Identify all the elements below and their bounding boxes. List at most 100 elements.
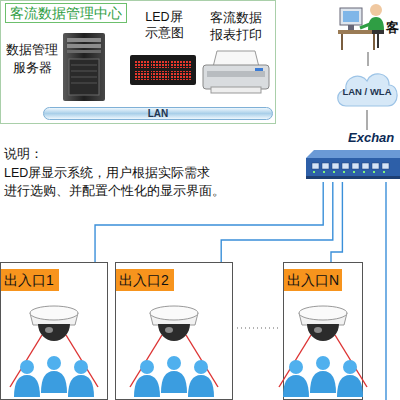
entrance-illustration-part: [41, 371, 67, 393]
switch-illustration-part: [353, 171, 355, 173]
led-label: LED屏 示意图: [139, 9, 189, 41]
switch-illustration-part: [363, 171, 365, 173]
entrance-tab: 出入口2: [116, 269, 174, 291]
entrance-illustration-part: [68, 375, 94, 397]
client-illustration-part: [343, 11, 359, 22]
entrance-illustration-part: [150, 306, 198, 320]
switch-illustration-part: [373, 171, 375, 173]
entrance-illustration-part: [74, 360, 88, 374]
connector-line: [221, 182, 333, 262]
dotted-separator: [237, 327, 281, 328]
led-display-illustration-part: [149, 60, 151, 80]
server-illustration-part: [69, 59, 99, 95]
server-node: 数据管理 服务器: [3, 31, 111, 103]
switch-illustration-part: [323, 171, 325, 173]
server-illustration-part: [71, 83, 97, 84]
client-illustration-part: [360, 24, 370, 28]
entrance-box: 出入口1: [0, 262, 108, 400]
server-illustration-part: [71, 77, 97, 78]
led-display-illustration-part: [134, 60, 192, 80]
entrance-tab: 出入口1: [1, 269, 59, 291]
led-node: LED屏 示意图: [129, 7, 197, 93]
client-illustration-part: [370, 4, 382, 16]
led-display-illustration-part: [130, 55, 196, 85]
server-illustration-part: [67, 38, 101, 42]
entrance-box: 出入口2: [115, 262, 233, 400]
entrance-illustration-part: [165, 327, 173, 333]
client-node: 客: [336, 0, 400, 52]
switch-illustration-part: [306, 176, 400, 179]
lan-bar: LAN: [43, 107, 273, 120]
connector-line: [366, 110, 367, 130]
printer-illustration-part: [207, 71, 265, 77]
switch-illustration-part: [322, 163, 329, 169]
printer-illustration-part: [255, 68, 263, 71]
entrance-illustration-part: [343, 360, 357, 374]
switch-illustration-part: [312, 163, 319, 169]
client-illustration-part: [341, 34, 343, 50]
led-display-illustration-part: [169, 60, 171, 80]
switch-illustration-part: [362, 163, 369, 169]
entrance-illustration-part: [188, 375, 214, 397]
connector-line: [367, 52, 368, 66]
switch-illustration-part: [306, 158, 400, 178]
switch-label: Exchan: [348, 130, 394, 146]
server-illustration-part: [71, 65, 97, 66]
printer-illustration-part: [203, 65, 269, 89]
lan-label: LAN: [44, 108, 272, 119]
network-wire: [385, 182, 386, 400]
switch-illustration-part: [342, 163, 349, 169]
switch-illustration-part: [382, 163, 389, 169]
printer-illustration-part: [211, 87, 261, 93]
entrance-tab: 出入口N: [284, 269, 342, 291]
entrance-illustration-part: [45, 327, 53, 333]
client-label: 客: [386, 20, 399, 36]
printer-label: 客流数据 报表打印: [205, 9, 267, 43]
entrance-illustration-part: [289, 360, 303, 374]
entrance-illustration-part: [194, 360, 208, 374]
entrance-illustration-part: [14, 375, 40, 397]
cloud-label: LAN / WLA: [334, 86, 400, 98]
entrance-illustration-part: [310, 371, 336, 393]
entrance-illustration-part: [314, 327, 322, 333]
printer-node: 客流数据 报表打印: [199, 7, 273, 97]
entrance-illustration-part: [167, 356, 181, 370]
client-illustration-part: [340, 8, 362, 25]
center-title: 客流数据管理中心: [5, 3, 127, 23]
entrance-illustration-part: [307, 324, 339, 341]
switch-illustration-part: [313, 171, 315, 173]
note-heading: 说明：: [4, 146, 43, 162]
switch-illustration-part: [383, 171, 385, 173]
switch-illustration-part: [343, 171, 345, 173]
network-cloud: LAN / WLA: [334, 66, 400, 110]
entrance-illustration-part: [47, 356, 61, 370]
client-illustration-part: [377, 34, 379, 48]
entrance-illustration-part: [134, 375, 160, 397]
server-illustration-part: [67, 50, 101, 53]
switch-illustration-part: [332, 163, 339, 169]
switch-illustration-part: [306, 150, 400, 158]
entrance-illustration-part: [30, 306, 78, 320]
entrance-illustration-part: [161, 371, 187, 393]
entrance-illustration-part: [38, 324, 70, 341]
entrance-illustration-part: [337, 375, 363, 397]
server-illustration-part: [71, 71, 97, 72]
client-illustration-part: [348, 25, 354, 30]
note-text: LED屏显示系统，用户根据实际需求 进行选购、并配置个性化的显示界面。: [4, 164, 232, 200]
entrance-illustration-part: [283, 375, 309, 397]
switch-illustration-part: [372, 163, 379, 169]
entrance-illustration-part: [299, 306, 347, 320]
client-illustration-part: [372, 30, 384, 34]
center-box: 客流数据管理中心数据管理 服务器 LED屏 示意图客流数据 报表打印 LAN: [0, 0, 276, 124]
entrance-illustration-part: [20, 360, 34, 374]
entrance-illustration-part: [316, 356, 330, 370]
entrance-illustration-part: [158, 324, 190, 341]
switch-illustration-part: [352, 163, 359, 169]
switch-illustration-part: [333, 171, 335, 173]
client-illustration-part: [368, 17, 384, 30]
server-illustration-part: [63, 33, 105, 101]
connector-line: [331, 182, 342, 262]
entrance-box: 出入口N: [283, 262, 363, 400]
